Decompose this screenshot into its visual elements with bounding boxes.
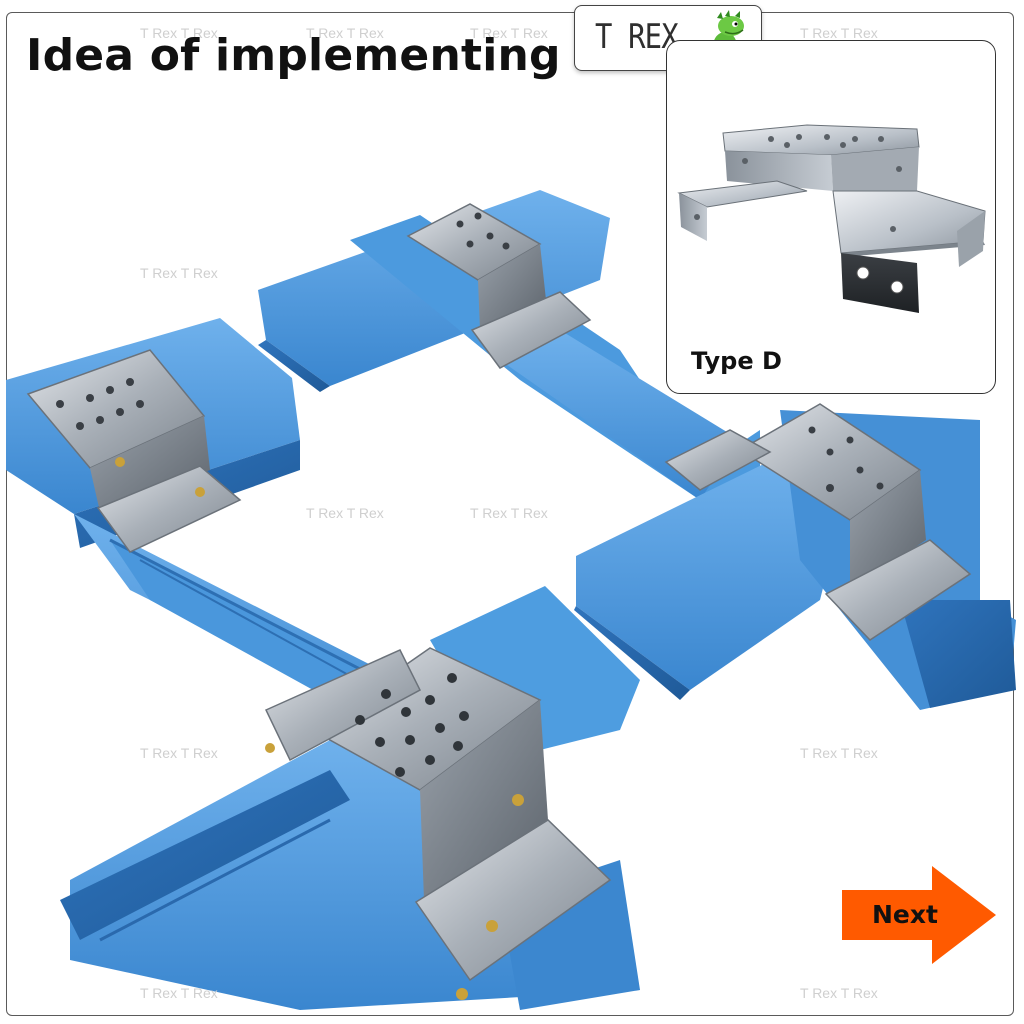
next-button[interactable]: Next (842, 866, 996, 964)
brand-name: T REX (595, 17, 679, 57)
bracket-right (664, 403, 972, 641)
watermark-text: T Rex T Rex (306, 505, 384, 521)
arrow-right-icon (842, 866, 996, 964)
watermark-text: T Rex T Rex (140, 985, 218, 1001)
watermark-text: T Rex T Rex (140, 745, 218, 761)
watermark-text: T Rex T Rex (800, 985, 878, 1001)
type-d-label: Type D (691, 347, 782, 375)
next-label: Next (872, 900, 938, 929)
watermark-text: T Rex T Rex (140, 265, 218, 281)
channel-bottom (60, 586, 640, 1010)
watermark-text: T Rex T Rex (140, 25, 218, 41)
watermark-text: T Rex T Rex (306, 25, 384, 41)
type-d-bracket-photo (677, 124, 986, 313)
watermark-text: T Rex T Rex (470, 25, 548, 41)
page-title: Idea of implementing (26, 30, 561, 81)
watermark-text: T Rex T Rex (800, 745, 878, 761)
bracket-left (26, 349, 242, 553)
bracket-top (406, 203, 592, 369)
watermark-text: T Rex T Rex (470, 505, 548, 521)
bracket-bottom (264, 647, 612, 1000)
type-d-bracket-panel: Type D (666, 40, 996, 394)
watermark-text: T Rex T Rex (800, 25, 878, 41)
